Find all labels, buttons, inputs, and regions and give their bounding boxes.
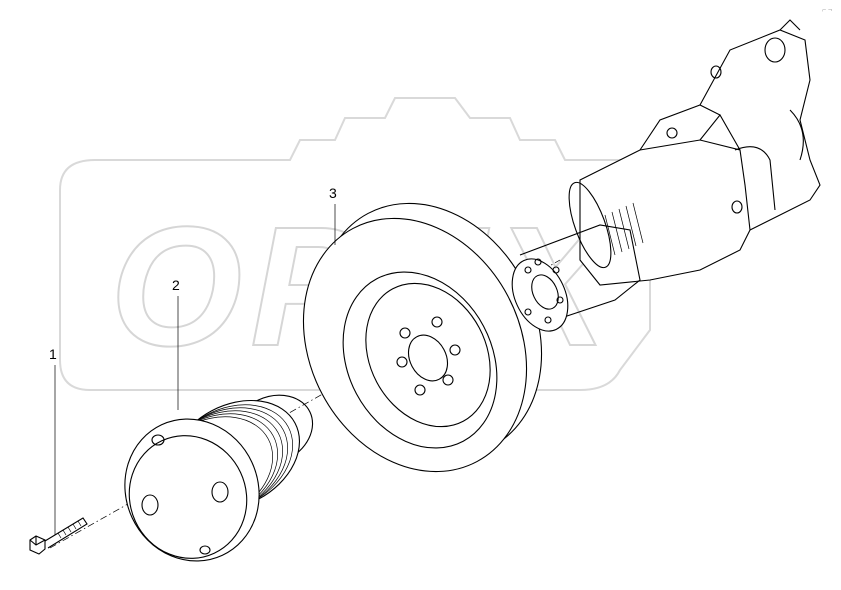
damper-disc-part <box>302 202 543 473</box>
bolt-part <box>29 517 88 555</box>
leader-lines <box>54 204 336 535</box>
pulley-part <box>124 394 314 562</box>
callout-2: 2 <box>172 277 180 293</box>
corner-mark: ⌐ ¬ <box>822 7 832 14</box>
callout-1: 1 <box>49 346 57 362</box>
crankshaft-part <box>511 19 821 332</box>
callout-3: 3 <box>329 185 337 201</box>
